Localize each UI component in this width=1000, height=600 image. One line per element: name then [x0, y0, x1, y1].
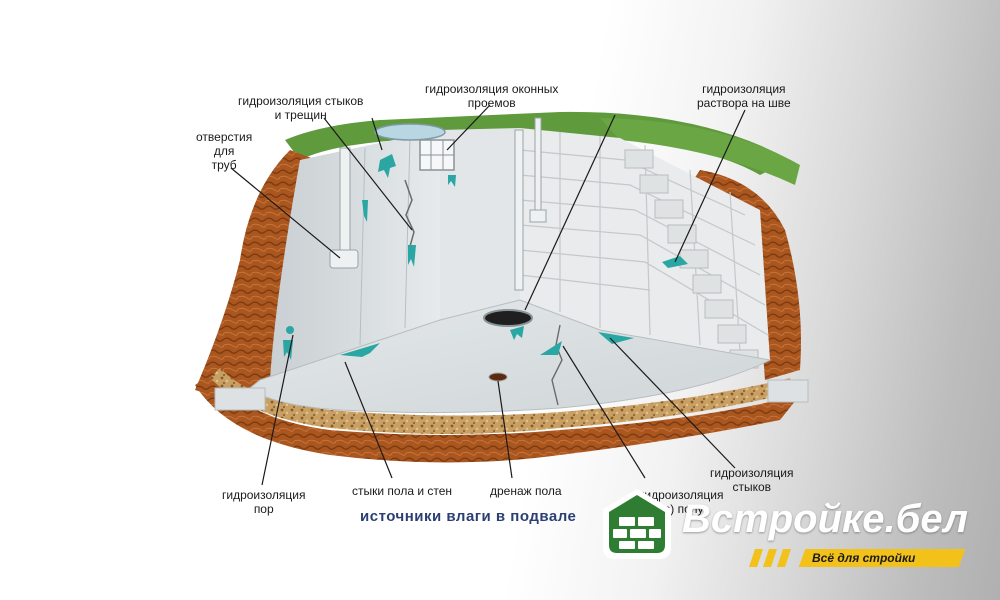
- soil-right: [690, 170, 801, 380]
- pipe-back: [514, 117, 547, 291]
- site-logo[interactable]: Встройке.бел Всё для стройки: [597, 485, 977, 580]
- label-floor-drain: дренаж пола: [490, 484, 562, 498]
- floor-drain-hole: [488, 372, 508, 382]
- floor-crack: [551, 324, 563, 406]
- grass-surface-right: [600, 118, 800, 185]
- window-well: [374, 123, 455, 171]
- footing-right: [767, 379, 809, 403]
- gravel-layer: [210, 368, 795, 434]
- footing-left: [214, 387, 266, 411]
- floor-slab: [249, 299, 772, 414]
- logo-tagline-bar: Всё для стройки: [798, 549, 966, 567]
- wall-back: [440, 128, 520, 320]
- leader-lines: [230, 104, 746, 486]
- label-floor-wall-joints: стыки пола и стен: [352, 484, 453, 498]
- logo-name: Встройке.бел: [682, 497, 969, 541]
- logo-stripes: [749, 549, 791, 567]
- soil-base: [195, 375, 800, 463]
- logo-tagline: Всё для стройки: [812, 551, 916, 565]
- brick-wall-icon: [603, 489, 671, 559]
- diagram-caption: источники влаги в подвале: [360, 508, 577, 525]
- sump-pit: [483, 309, 533, 327]
- pipe-left: [329, 147, 359, 269]
- wall-crack: [404, 179, 415, 251]
